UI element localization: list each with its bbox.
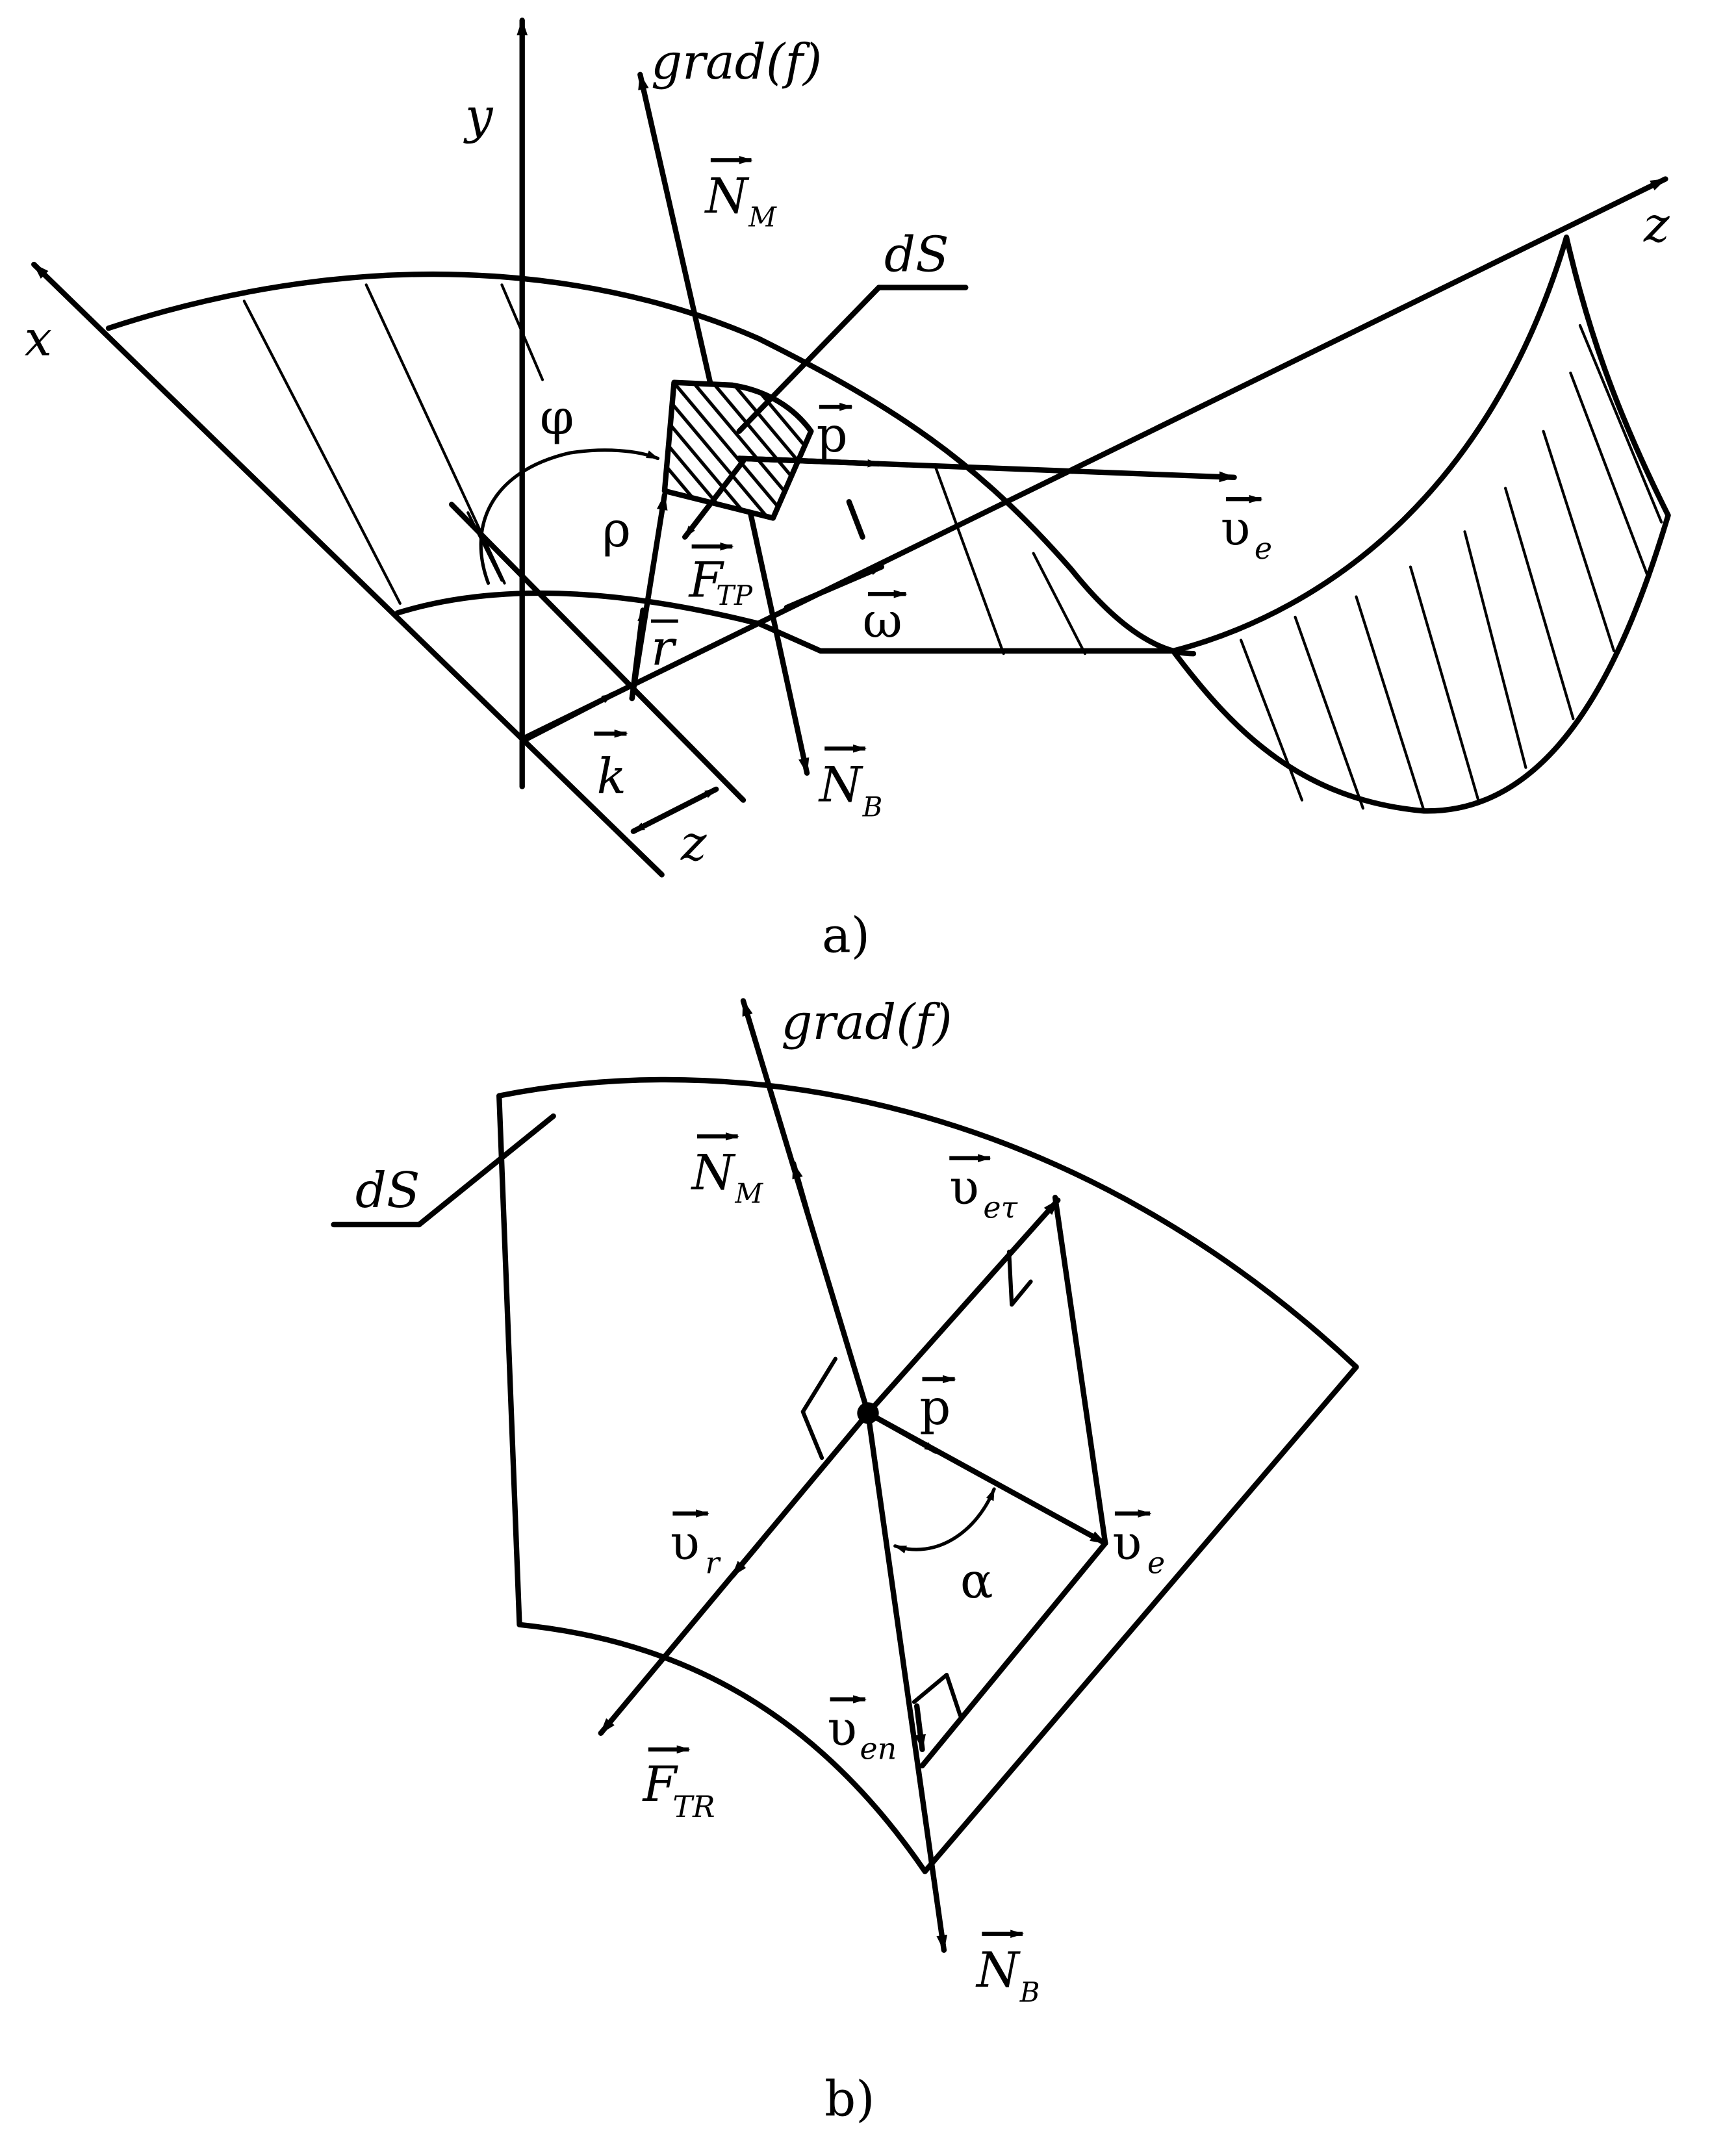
- phi-label: φ: [540, 389, 574, 446]
- svg-text:TP: TP: [716, 580, 753, 611]
- grad-f-label: grad(f): [651, 33, 822, 90]
- z-offset-dimension: [630, 786, 719, 834]
- omega-vector: [784, 564, 885, 611]
- svg-text:υ: υ: [949, 1159, 979, 1216]
- NM-label: N M: [704, 156, 777, 233]
- NM-mid-arrow: [791, 1160, 810, 1214]
- dS-patch: [661, 379, 814, 521]
- caption-a: a): [822, 906, 870, 963]
- tick-mark: [846, 499, 865, 540]
- k-unit-vector: [523, 691, 616, 742]
- ve-label-a: υ e: [1221, 494, 1272, 566]
- x-axis: [31, 261, 665, 878]
- svg-text:N: N: [691, 1144, 736, 1201]
- ven-label: υ en: [827, 1695, 897, 1766]
- svg-text:e: e: [1147, 1545, 1165, 1580]
- figure-b-labels: grad(f) dS α N M υ eτ p υ r υ e υ: [355, 993, 1165, 2127]
- svg-text:k: k: [597, 748, 627, 805]
- svg-text:eτ: eτ: [983, 1190, 1017, 1225]
- r-vector: [629, 607, 646, 702]
- svg-text:υ: υ: [1221, 500, 1251, 557]
- offset-line: [448, 502, 747, 803]
- svg-text:υ: υ: [670, 1514, 700, 1572]
- svg-text:e: e: [1255, 531, 1272, 566]
- origin-point: [857, 1402, 879, 1424]
- p-label-b: p: [919, 1375, 956, 1436]
- phi-arc: [479, 448, 660, 585]
- vr-mid-arrow: [730, 1540, 763, 1579]
- friction-force-vector: [682, 458, 747, 540]
- svg-text:TR: TR: [672, 1789, 715, 1824]
- vetau-label: υ eτ: [949, 1154, 1018, 1225]
- caption-b: b): [824, 2070, 874, 2127]
- svg-text:υ: υ: [827, 1700, 857, 1757]
- y-label: y: [463, 88, 494, 145]
- svg-text:F: F: [641, 1755, 678, 1813]
- dS-label: dS: [884, 225, 949, 283]
- figure-a: [31, 18, 1671, 878]
- FTR-label: F TR: [641, 1745, 715, 1824]
- svg-text:en: en: [860, 1731, 897, 1766]
- x-label: x: [25, 310, 52, 367]
- vetau-vector: [865, 1197, 1061, 1416]
- svg-text:ω: ω: [863, 592, 902, 649]
- svg-text:υ: υ: [1112, 1514, 1142, 1572]
- dS-leader: [736, 285, 882, 434]
- grad-f-vector: [637, 71, 722, 424]
- k-label: k: [594, 730, 628, 805]
- svg-text:M: M: [748, 201, 777, 233]
- svg-text:N: N: [818, 756, 863, 813]
- NB-label: N B: [818, 745, 883, 823]
- FTP-label: F TP: [687, 542, 753, 611]
- ve-to-ven-edge: [919, 1540, 1108, 1769]
- svg-text:r: r: [651, 619, 677, 676]
- svg-text:B: B: [862, 791, 883, 823]
- dS-element-outline: [496, 1076, 1359, 1874]
- z-axis: [519, 176, 1668, 742]
- ve-label-b: υ e: [1112, 1509, 1165, 1580]
- svg-text:M: M: [734, 1178, 763, 1210]
- NM-label-b: N M: [691, 1132, 763, 1210]
- dS-leader-b: [416, 1113, 556, 1228]
- surface-front-curve: [394, 590, 1176, 654]
- svg-text:F: F: [687, 551, 724, 608]
- p-vector: [736, 455, 882, 468]
- surface-top-edge: [105, 271, 1197, 657]
- surface-inner-curve: [1170, 235, 1570, 654]
- alpha-arc: [893, 1487, 996, 1554]
- svg-text:p: p: [817, 406, 848, 463]
- surface-right-wave: [1170, 235, 1671, 814]
- vr-label: υ r: [670, 1509, 722, 1580]
- svg-text:N: N: [975, 1941, 1021, 1998]
- normal-NB-vector-b: [865, 1410, 947, 1953]
- svg-text:r: r: [706, 1545, 722, 1580]
- r-label: r: [651, 619, 678, 676]
- svg-text:B: B: [1019, 1976, 1040, 2008]
- svg-text:p: p: [919, 1379, 951, 1436]
- surface-hatching: [242, 283, 1663, 813]
- dS-label-b: dS: [355, 1162, 420, 1219]
- z-axis-label: z: [1643, 196, 1670, 253]
- rho-label: ρ: [602, 501, 631, 558]
- figure-b: [331, 998, 1359, 1953]
- alpha-label: α: [960, 1552, 993, 1609]
- right-angle-marker-3: [912, 1672, 963, 1718]
- right-angle-marker-2: [1006, 1249, 1033, 1307]
- figure-a-labels: y x z z grad(f) dS φ ρ N M N B p υ e F: [25, 33, 1670, 963]
- z-offset-label: z: [680, 814, 707, 871]
- p-label-a: p: [817, 402, 854, 463]
- right-angle-marker-1: [800, 1357, 838, 1460]
- p-unit-vector: [865, 1410, 939, 1454]
- omega-label: ω: [863, 590, 908, 649]
- grad-f-label-b: grad(f): [781, 993, 952, 1051]
- NB-label-b: N B: [975, 1930, 1040, 2008]
- svg-text:N: N: [704, 168, 750, 225]
- ven-mid-arrow: [913, 1703, 926, 1752]
- vetau-to-ve-edge: [1052, 1195, 1108, 1546]
